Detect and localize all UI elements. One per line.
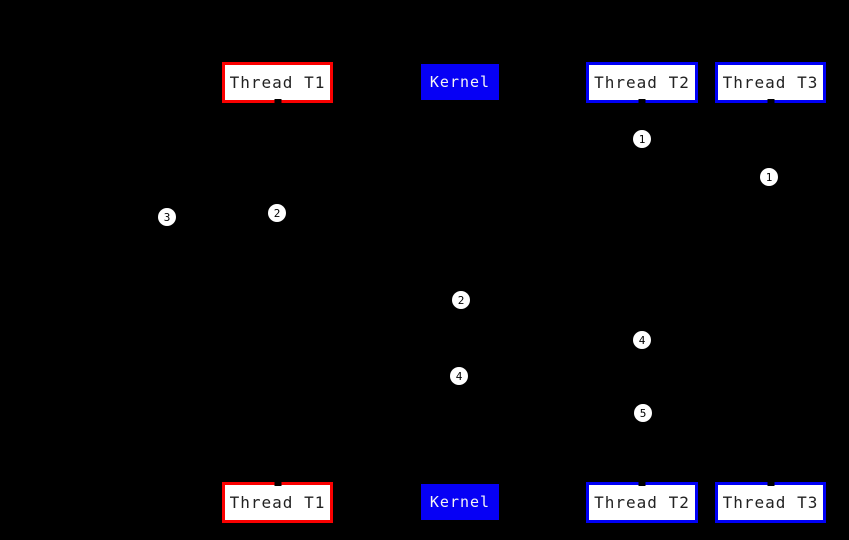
kernel-box-bottom: Kernel bbox=[421, 484, 499, 520]
step-marker-1-t3: 1 bbox=[760, 168, 778, 186]
thread-t1-label: Thread T1 bbox=[229, 73, 326, 92]
thread-t1-box-bottom: Thread T1 bbox=[222, 482, 333, 523]
lifeline-tick bbox=[767, 99, 774, 103]
step-marker-5: 5 bbox=[634, 404, 652, 422]
kernel-label: Kernel bbox=[429, 493, 491, 511]
thread-t3-box-top: Thread T3 bbox=[715, 62, 826, 103]
step-marker-2-kernel: 2 bbox=[452, 291, 470, 309]
step-marker-2-t1: 2 bbox=[268, 204, 286, 222]
thread-t3-box-bottom: Thread T3 bbox=[715, 482, 826, 523]
thread-t3-label: Thread T3 bbox=[722, 73, 819, 92]
step-marker-4-t2: 4 bbox=[633, 331, 651, 349]
lifeline-tick bbox=[638, 99, 646, 103]
thread-t1-label: Thread T1 bbox=[229, 493, 326, 512]
lifeline-tick bbox=[274, 482, 281, 486]
step-marker-4-kernel: 4 bbox=[450, 367, 468, 385]
thread-t1-box-top: Thread T1 bbox=[222, 62, 333, 103]
step-marker-3: 3 bbox=[158, 208, 176, 226]
thread-t2-box-bottom: Thread T2 bbox=[586, 482, 698, 523]
kernel-label: Kernel bbox=[429, 73, 491, 91]
lifeline-tick bbox=[767, 482, 774, 486]
lifeline-tick bbox=[638, 482, 646, 486]
thread-t2-label: Thread T2 bbox=[594, 493, 690, 512]
thread-t2-label: Thread T2 bbox=[594, 73, 690, 92]
step-marker-1-t2: 1 bbox=[633, 130, 651, 148]
thread-t3-label: Thread T3 bbox=[722, 493, 819, 512]
kernel-box-top: Kernel bbox=[421, 64, 499, 100]
thread-t2-box-top: Thread T2 bbox=[586, 62, 698, 103]
lifeline-tick bbox=[274, 99, 281, 103]
